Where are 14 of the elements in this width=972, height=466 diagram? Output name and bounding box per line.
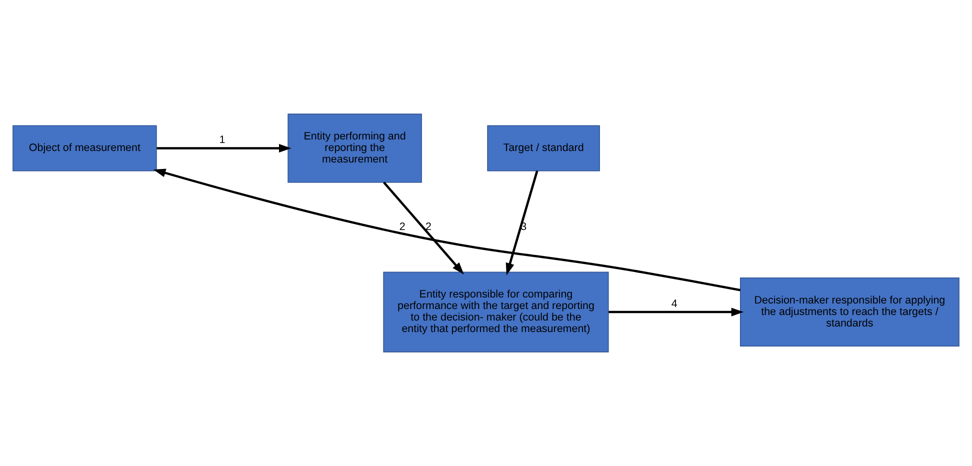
node-box: Entity performing and reporting the measurement [288,114,422,183]
edge-label: 1 [219,134,226,146]
arrow [608,308,744,316]
arrow [156,144,292,153]
arrow [153,168,740,292]
node-box: Decision-maker responsible for applying the adjustments to reach the targets / standards [740,278,960,347]
edge-label: 4 [671,298,678,310]
arrow [383,182,464,274]
node-box: Target / standard [487,125,600,172]
edge-label: 2 [399,221,406,234]
node-box: Entity responsible for comparing performance with the target and reporting to the decision- maker (could be the entity that performed the measurement) [383,272,609,352]
node-box: Object of measurement [12,125,157,172]
arrow [506,170,538,276]
edge-label: 2 [425,221,432,234]
